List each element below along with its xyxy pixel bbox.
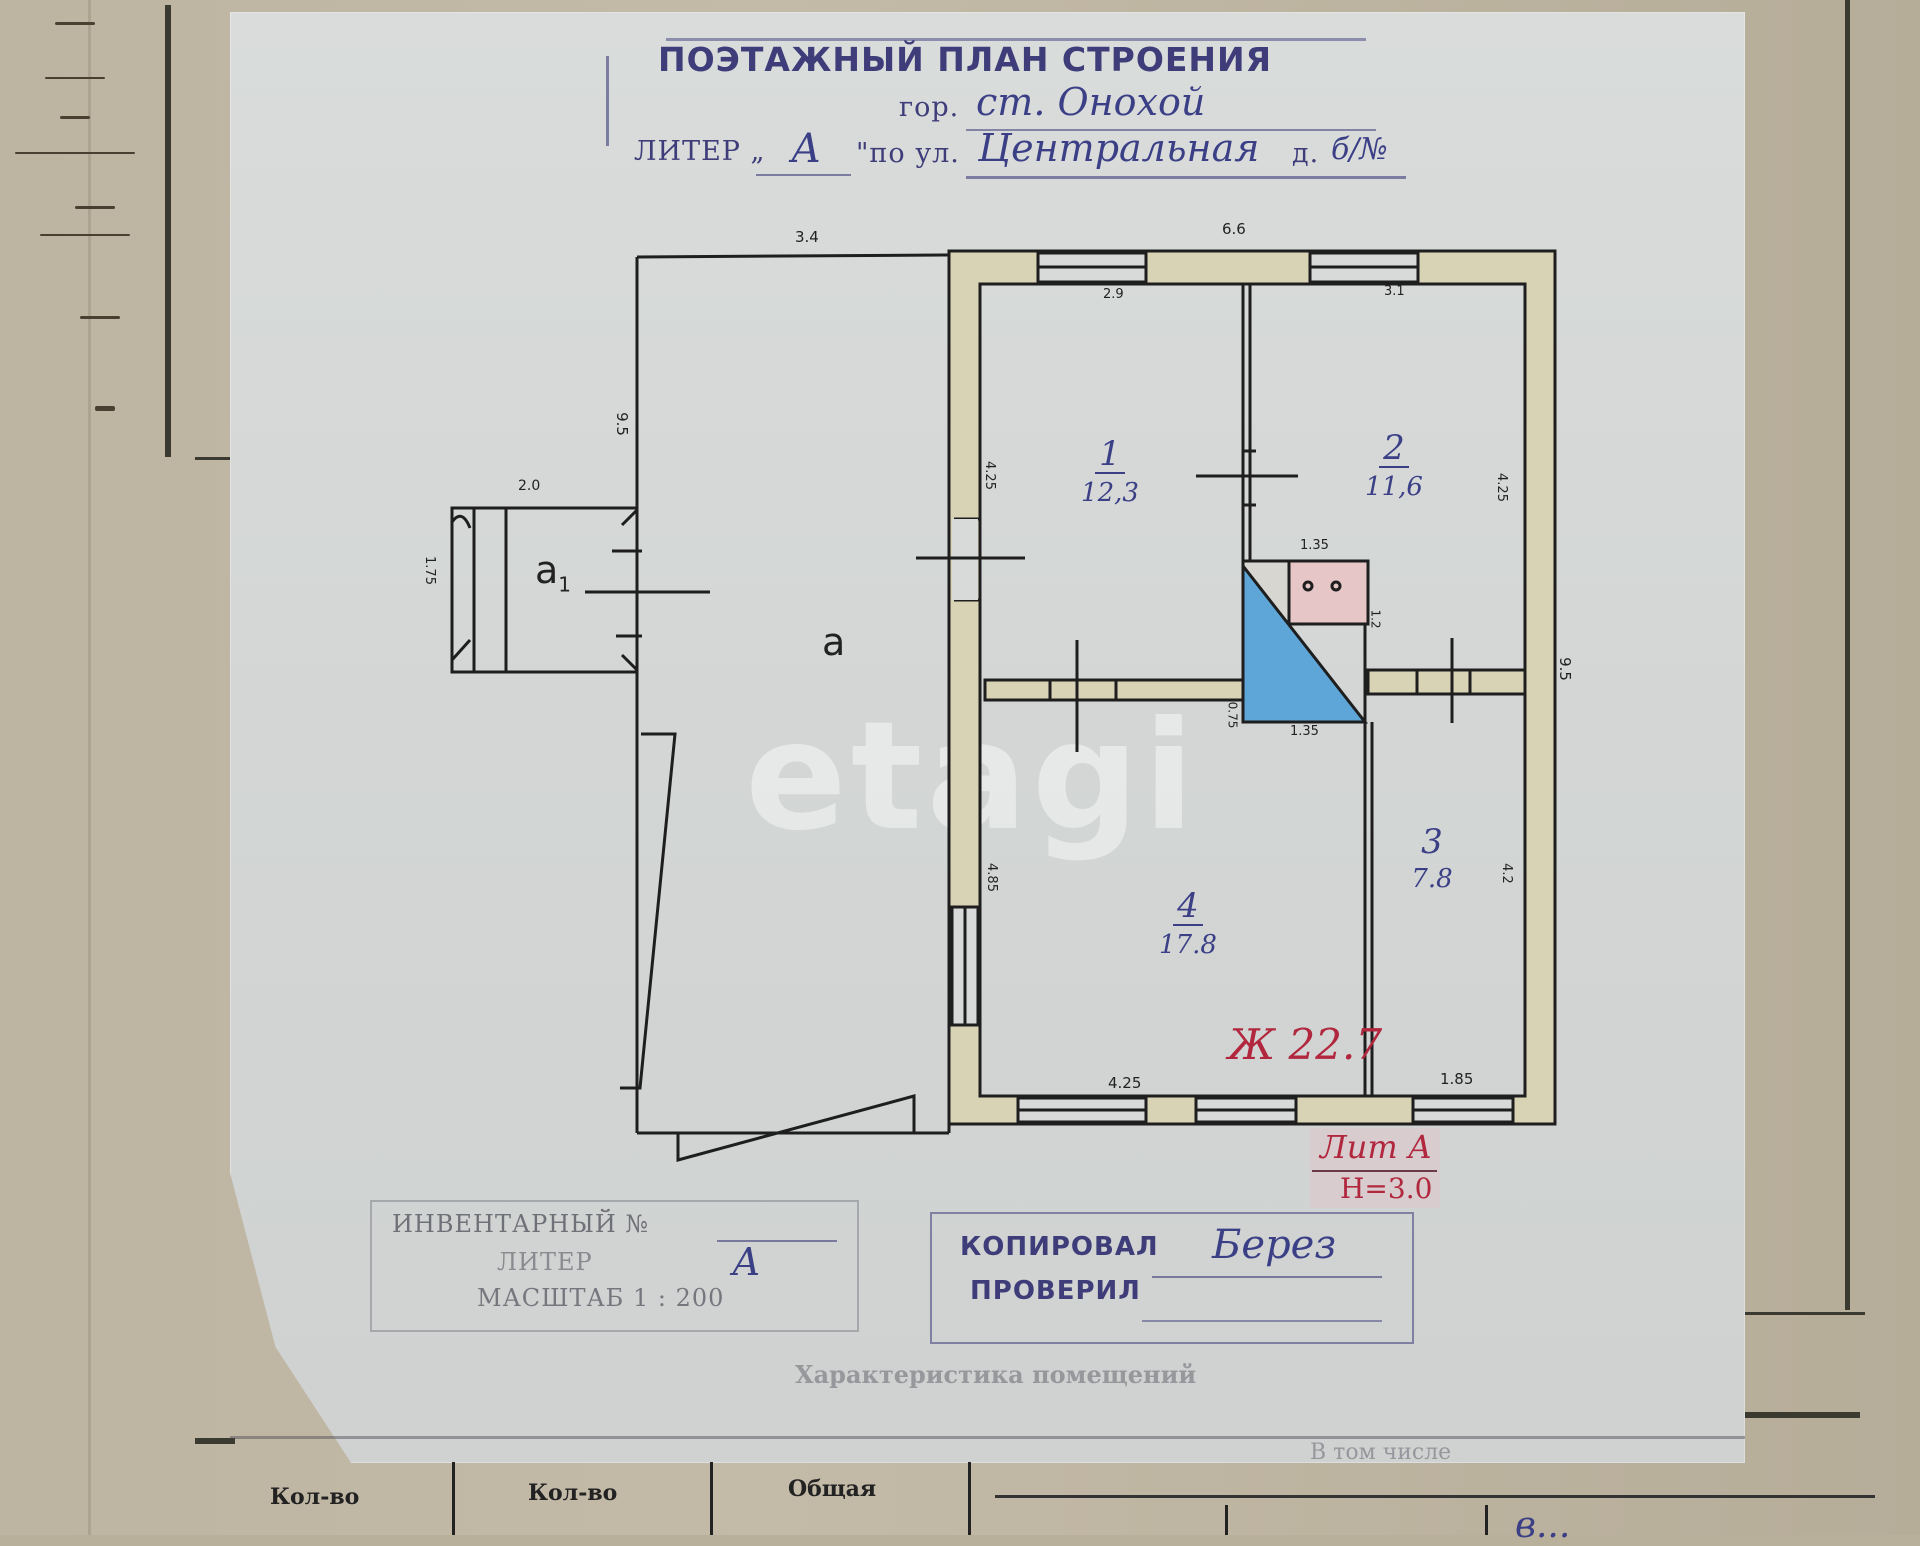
crease-mark xyxy=(60,116,90,119)
room-area: 12,3 xyxy=(1081,478,1139,508)
house-label: д. xyxy=(1292,138,1320,169)
dim-bath-depth: 0.75 xyxy=(1225,701,1240,729)
liter-label: ЛИТЕР „ xyxy=(634,136,766,167)
city-value: ст. Онохой xyxy=(976,80,1206,124)
table-col-divider xyxy=(1485,1505,1488,1535)
dim-stove-depth: 1.2 xyxy=(1368,609,1383,629)
dim-stove-width: 1.35 xyxy=(1300,538,1329,553)
table-header-qty-1: Кол-во xyxy=(270,1484,360,1510)
outbuilding-a1-letter: а xyxy=(535,548,559,592)
table-col-divider xyxy=(968,1462,971,1535)
liter-note: Лит А Н=3.0 xyxy=(1310,1128,1440,1208)
dim-room3-width: 1.85 xyxy=(1440,1070,1474,1088)
copied-checked-stamp: КОПИРОВАЛ Берез ПРОВЕРИЛ xyxy=(930,1212,1414,1344)
room-area: 11,6 xyxy=(1365,472,1423,502)
liter-value: А xyxy=(791,126,822,172)
table-col-divider xyxy=(452,1462,455,1535)
table-header-qty-2: Кол-во xyxy=(528,1480,618,1506)
table-col-divider xyxy=(1225,1505,1228,1535)
outbuilding-a1-subscript: 1 xyxy=(558,572,572,597)
frame-line-bottom-left xyxy=(195,457,235,460)
checked-label: ПРОВЕРИЛ xyxy=(970,1276,1141,1306)
crease-mark xyxy=(55,22,95,25)
crease-mark xyxy=(75,206,115,209)
dim-room1-left: 4.25 xyxy=(981,461,997,490)
table-handwriting: в... xyxy=(1515,1505,1571,1546)
street-label: "по ул. xyxy=(856,138,960,169)
table-col-divider xyxy=(710,1462,713,1535)
inventory-liter-value: А xyxy=(732,1240,761,1284)
room-number: 2 xyxy=(1379,430,1409,468)
stamp-title: ПОЭТАЖНЫЙ ПЛАН СТРОЕНИЯ xyxy=(658,40,1273,79)
table-sub-rule xyxy=(995,1495,1875,1498)
table-header-total: Общая xyxy=(788,1476,877,1502)
dim-room3-right: 4.2 xyxy=(1498,863,1514,884)
inventory-number-label: ИНВЕНТАРНЫЙ № xyxy=(392,1210,650,1238)
table-subcaption: В том числе xyxy=(1310,1440,1452,1465)
scale-label: МАСШТАБ 1 : 200 xyxy=(477,1284,725,1312)
city-label: гор. xyxy=(899,92,960,123)
room-area: 7.8 xyxy=(1411,864,1453,894)
dim-a-height: 9.5 xyxy=(612,412,631,436)
table-top-rule-left xyxy=(195,1438,235,1444)
crease-mark xyxy=(95,406,115,411)
dim-room2-width: 3.1 xyxy=(1384,284,1405,299)
dim-a1-width: 2.0 xyxy=(518,478,541,494)
inventory-liter-label: ЛИТЕР xyxy=(497,1248,593,1276)
copier-signature: Берез xyxy=(1212,1222,1337,1268)
dim-bath-width: 1.35 xyxy=(1290,724,1319,739)
liter-note-top: Лит А xyxy=(1320,1128,1433,1166)
living-area-note: Ж 22.7 xyxy=(1228,1020,1383,1069)
frame-line-left xyxy=(165,5,171,457)
table-top-rule-right xyxy=(1745,1412,1860,1418)
dim-top-house: 6.6 xyxy=(1222,220,1246,238)
table-top-rule xyxy=(230,1436,1745,1439)
room-number: 4 xyxy=(1173,888,1203,926)
dim-house-depth: 9.5 xyxy=(1555,657,1574,681)
street-value: Центральная xyxy=(978,126,1260,170)
room-4-label: 4 17.8 xyxy=(1148,888,1228,960)
crease-mark xyxy=(15,152,135,154)
dim-top-a: 3.4 xyxy=(795,228,819,246)
outbuilding-a-label: а xyxy=(822,620,846,664)
room-2-label: 2 11,6 xyxy=(1354,430,1434,502)
liter-note-bottom: Н=3.0 xyxy=(1340,1172,1433,1205)
paper-fold-line xyxy=(88,0,91,1535)
frame-line-right xyxy=(1845,0,1850,1310)
house-value: б/№ xyxy=(1331,132,1388,167)
dim-room4-width: 4.25 xyxy=(1108,1074,1142,1092)
room-area: 17.8 xyxy=(1159,930,1217,960)
room-number: 1 xyxy=(1095,436,1125,474)
table-caption: Характеристика помещений xyxy=(795,1360,1197,1389)
dim-room1-width: 2.9 xyxy=(1103,287,1124,302)
inventory-stamp: ИНВЕНТАРНЫЙ № ЛИТЕР А МАСШТАБ 1 : 200 xyxy=(370,1200,859,1332)
crease-mark xyxy=(45,77,105,79)
crease-mark xyxy=(80,316,120,319)
room-1-label: 1 12,3 xyxy=(1070,436,1150,508)
title-stamp: ПОЭТАЖНЫЙ ПЛАН СТРОЕНИЯ гор. ст. Онохой … xyxy=(606,34,1414,184)
room-3-label: 3 7.8 xyxy=(1392,824,1472,894)
dim-room2-right: 4.25 xyxy=(1493,473,1509,502)
outbuilding-a1-label: а1 xyxy=(535,548,571,597)
room-number: 3 xyxy=(1421,822,1443,862)
dim-room4-left: 4.85 xyxy=(983,863,999,892)
crease-mark xyxy=(40,234,130,236)
dim-a1-depth: 1.75 xyxy=(421,556,437,585)
frame-line-bottom-right xyxy=(1745,1312,1865,1315)
copied-label: КОПИРОВАЛ xyxy=(960,1232,1159,1262)
